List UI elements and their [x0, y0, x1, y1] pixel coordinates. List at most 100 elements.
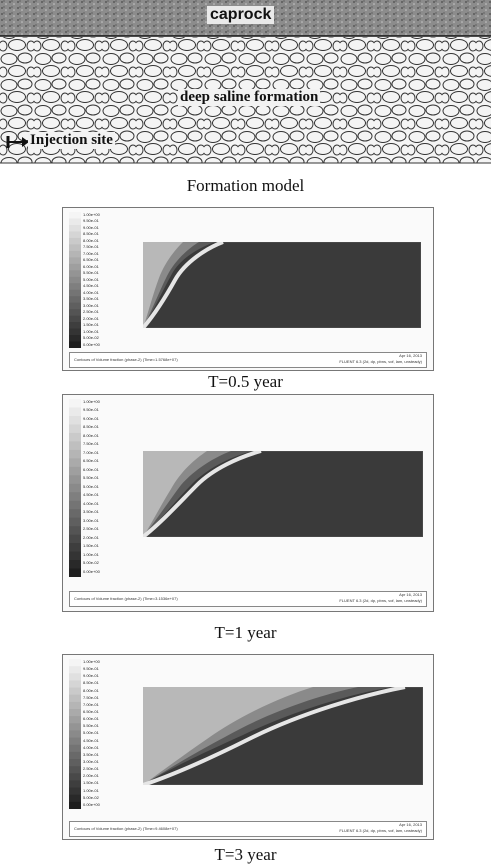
legend-tick-label: 8.00e-01 [83, 432, 99, 438]
plume-contour-plot [143, 451, 423, 537]
legend-tick-label: 5.50e-01 [83, 270, 99, 276]
legend-colorbar [69, 212, 81, 353]
colorbar-segment [69, 466, 81, 476]
legend-tick-label: 7.50e-01 [83, 441, 99, 447]
legend-tick-label: 5.00e-01 [83, 276, 99, 282]
colorbar-segment [69, 680, 81, 689]
colorbar-segment [69, 709, 81, 717]
legend-tick-label: 3.00e-01 [83, 759, 99, 764]
colorbar-segment [69, 322, 81, 330]
legend-tick-label: 2.00e-01 [83, 773, 99, 779]
colorbar-segment [69, 759, 81, 767]
colorbar-segment [69, 560, 81, 570]
colorbar-segment [69, 673, 81, 681]
legend-tick-label: 0.00e+00 [83, 801, 100, 807]
colorbar-segment [69, 737, 81, 746]
colorbar-segment [69, 231, 81, 239]
legend-tick-label: 3.50e-01 [83, 509, 99, 515]
colorbar-segment [69, 730, 81, 739]
colorbar-segment [69, 289, 81, 297]
legend-tick-label: 8.50e-01 [83, 424, 99, 430]
colorbar-segment [69, 780, 81, 789]
legend-tick-label: 7.50e-01 [83, 244, 99, 250]
colorbar-segment [69, 500, 81, 510]
colorbar-segment [69, 341, 81, 349]
colorbar-segment [69, 309, 81, 317]
panel-2-caption: T=1 year [214, 623, 277, 642]
colorbar-segment [69, 399, 81, 408]
footer-title: Contours of Volume fraction (phase-2) (T… [74, 357, 178, 362]
legend-tick-label: 5.50e-01 [83, 475, 99, 481]
colorbar-segment [69, 492, 81, 502]
legend-tick-label: 2.00e-01 [83, 315, 99, 321]
legend-tick-label: 4.00e-01 [83, 744, 99, 750]
colorbar-segment [69, 224, 81, 232]
panel-3-caption: T=3 year [214, 845, 277, 864]
colorbar-segment [69, 475, 81, 485]
colorbar-segment [69, 551, 81, 561]
colorbar-segment [69, 335, 81, 343]
legend-tick-label: 5.50e-01 [83, 723, 99, 729]
colorbar-segment [69, 534, 81, 544]
legend-tick-label: 2.50e-01 [83, 309, 99, 315]
legend-tick-label: 4.50e-01 [83, 283, 99, 289]
colorbar-segment [69, 212, 81, 219]
colorbar-segment [69, 801, 81, 810]
footer-info: Apr 16, 2013 FLUENT 6.3 (2d, dp, pbns, v… [339, 822, 422, 834]
colorbar-segment [69, 449, 81, 459]
colorbar-segment [69, 257, 81, 265]
footer-title: Contours of Volume fraction (phase-2) (T… [74, 596, 178, 601]
colorbar [69, 399, 81, 578]
legend-tick-label: 9.00e-01 [83, 673, 99, 679]
legend-tick-label: 3.50e-01 [83, 751, 99, 757]
colorbar-segment [69, 794, 81, 803]
legend-tick-label: 9.00e-01 [83, 415, 99, 421]
colorbar-segment [69, 517, 81, 527]
panel-1-caption: T=0.5 year [208, 372, 283, 391]
colorbar-segment [69, 716, 81, 724]
legend-tick-label: 3.00e-01 [83, 302, 99, 308]
formation-label: deep saline formation [178, 89, 321, 106]
footer-date: Apr 16, 2013 [399, 353, 422, 358]
legend-tick-label: 1.50e-01 [83, 543, 99, 549]
colorbar-segment [69, 276, 81, 284]
formation-caption: Formation model [186, 176, 305, 195]
legend-tick-label: 8.00e-01 [83, 687, 99, 693]
legend-tick-label: 5.00e-02 [83, 335, 99, 341]
colorbar-segment [69, 407, 81, 417]
legend-tick-label: 1.50e-01 [83, 322, 99, 328]
footer-info: Apr 16, 2013 FLUENT 6.3 (2d, dp, pbns, v… [339, 592, 422, 604]
colorbar-segment [69, 415, 81, 425]
footer-solver: FLUENT 6.3 (2d, dp, pbns, vof, lam, unst… [339, 828, 422, 833]
injection-arrow-icon [6, 136, 29, 148]
colorbar-segment [69, 315, 81, 323]
legend-tick-label: 9.00e-01 [83, 224, 99, 230]
legend-tick-label: 5.00e-02 [83, 560, 99, 566]
panel-footer: Contours of Volume fraction (phase-2) (T… [69, 591, 427, 607]
legend-tick-label: 6.50e-01 [83, 709, 99, 714]
legend-tick-label: 4.50e-01 [83, 737, 99, 743]
legend-tick-label: 1.00e+00 [83, 212, 100, 217]
legend-tick-label: 5.00e-01 [83, 730, 99, 736]
legend-tick-label: 6.50e-01 [83, 257, 99, 263]
legend-tick-label: 3.50e-01 [83, 296, 99, 302]
colorbar-segment [69, 701, 81, 710]
colorbar-segment [69, 458, 81, 468]
legend-tick-label: 1.00e-01 [83, 328, 99, 334]
legend-tick-label: 6.00e-01 [83, 716, 99, 722]
legend-tick-label: 1.00e+00 [83, 399, 100, 404]
legend-tick-label: 2.50e-01 [83, 766, 99, 772]
legend-tick-label: 5.00e-01 [83, 483, 99, 489]
legend-colorbar [69, 399, 81, 582]
legend-tick-label: 3.00e-01 [83, 517, 99, 523]
colorbar-segment [69, 687, 81, 696]
footer-title: Contours of Volume fraction (phase-2) (T… [74, 826, 178, 831]
colorbar-segment [69, 218, 81, 226]
colorbar [69, 659, 81, 810]
colorbar-segment [69, 441, 81, 451]
legend-tick-label: 8.50e-01 [83, 231, 99, 237]
colorbar-segment [69, 270, 81, 278]
legend-tick-label: 1.50e-01 [83, 780, 99, 786]
